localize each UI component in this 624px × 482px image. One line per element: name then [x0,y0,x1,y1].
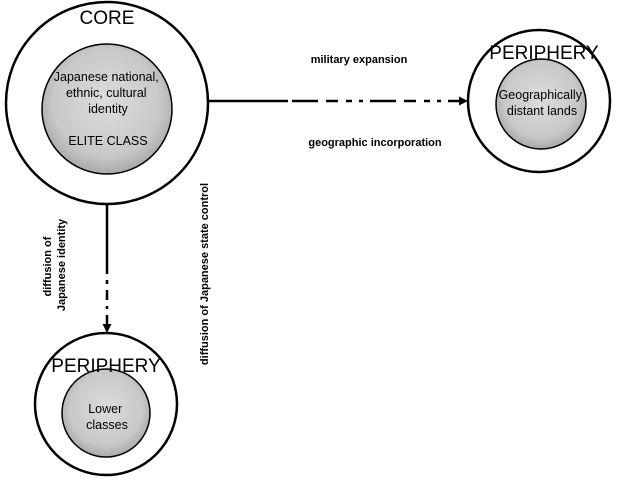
core-elite-label: ELITE CLASS [68,134,147,148]
diffusion-arrowhead-icon [102,324,112,333]
svg-text:Japanese national, ethni: Japanese national, ethnic, cultural iden… [54,70,162,116]
periphery-bottom-node: PERIPHERY Lower classes [33,331,179,477]
expansion-arrowhead-icon [459,96,468,106]
edge-label-diffusion-state-control: diffusion of Japanese state control [199,183,211,365]
periphery-bottom-title: PERIPHERY [51,356,161,377]
svg-text:Lower classes: Lower classes [86,402,128,432]
diffusion-arrow [102,203,112,333]
periphery-bottom-inner-line: classes [86,418,128,432]
edge-label-diffusion-identity-line: Japanese identity [56,218,68,311]
core-node: CORE Japanese national, ethnic, cultural… [4,0,210,206]
core-title: CORE [80,8,135,29]
edge-label-geographic-incorporation: geographic incorporation [308,137,442,149]
periphery-bottom-inner-line: Lower [88,402,122,416]
expansion-arrow [208,96,468,106]
edge-label-diffusion-identity-line: diffusion of [42,236,54,296]
core-inner-circle [41,43,173,175]
periphery-bottom-inner-circle [61,368,151,458]
periphery-right-node: PERIPHERY Geographically distant lands [466,28,612,174]
edge-label-military-expansion: military expansion [311,54,408,66]
periphery-right-title: PERIPHERY [489,43,599,64]
core-inner-line: Japanese national, [54,70,159,84]
periphery-right-inner-line: distant lands [507,104,577,118]
periphery-right-inner-line: Geographically [499,88,583,102]
core-inner-line: ethnic, cultural [66,86,147,100]
core-inner-line: identity [88,102,128,116]
periphery-right-inner-circle [495,58,587,150]
svg-text:diffusion of Japanese iden: diffusion of Japanese identity [42,218,68,311]
svg-text:Geographically distant l: Geographically distant lands [499,88,586,118]
